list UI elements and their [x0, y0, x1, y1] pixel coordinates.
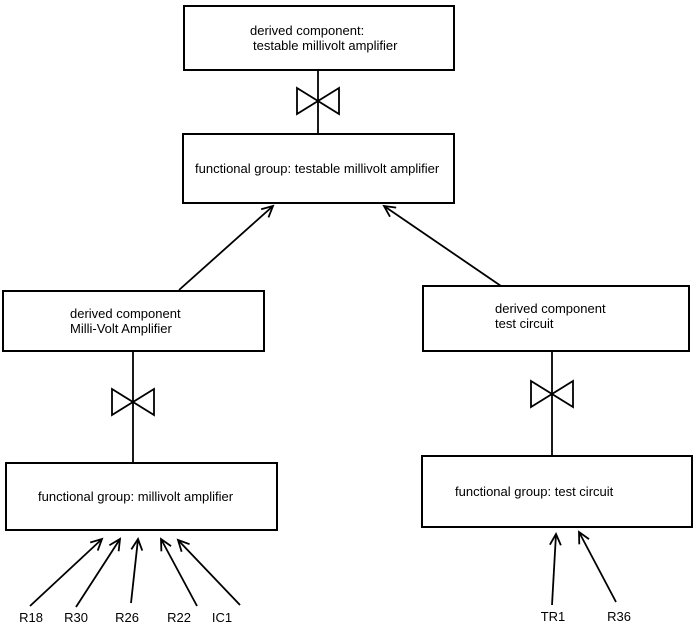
arrow-R26 [130, 536, 144, 604]
bowtie-icon [296, 86, 340, 116]
arrow-IC1 [176, 538, 241, 606]
arrow-R30 [75, 537, 122, 608]
arrow-right-derived-to-middle [382, 204, 502, 287]
node-text-line: derived component: [250, 23, 365, 38]
node-derived-milli-volt-amplifier: derived component Milli-Volt Amplifier [2, 290, 265, 352]
component-label-R30: R30 [64, 610, 88, 625]
component-label-R26: R26 [115, 610, 139, 625]
node-derived-testable-millivolt-amplifier: derived component: testable millivolt am… [183, 5, 455, 71]
node-text-line: testable millivolt amplifier [253, 38, 398, 53]
arrow-TR1 [549, 531, 562, 606]
node-text-line: derived component [495, 301, 606, 316]
component-label-R18: R18 [19, 610, 43, 625]
node-text-line: functional group: test circuit [455, 484, 614, 499]
node-text-line: test circuit [495, 316, 554, 331]
component-label-R22: R22 [167, 610, 191, 625]
bowtie-icon [530, 379, 574, 409]
node-functional-group-testable-millivolt-amplifier: functional group: testable millivolt amp… [182, 133, 455, 204]
component-label-IC1: IC1 [211, 610, 233, 625]
node-functional-group-test-circuit: functional group: test circuit [421, 455, 693, 528]
node-text-line: Milli-Volt Amplifier [70, 321, 172, 336]
node-text-line: functional group: millivolt amplifier [38, 489, 234, 504]
node-text-line: functional group: testable millivolt amp… [195, 161, 440, 176]
component-label-R36: R36 [607, 609, 631, 624]
node-functional-group-millivolt-amplifier: functional group: millivolt amplifier [5, 462, 278, 531]
arrow-R22 [160, 537, 198, 607]
component-label-TR1: TR1 [540, 609, 566, 624]
node-derived-test-circuit: derived component test circuit [422, 285, 690, 352]
arrow-R36 [578, 530, 617, 603]
bowtie-icon [111, 387, 155, 417]
node-text-line: derived component [70, 306, 181, 321]
arrow-left-derived-to-middle [178, 204, 275, 291]
arrow-R18 [29, 537, 104, 607]
